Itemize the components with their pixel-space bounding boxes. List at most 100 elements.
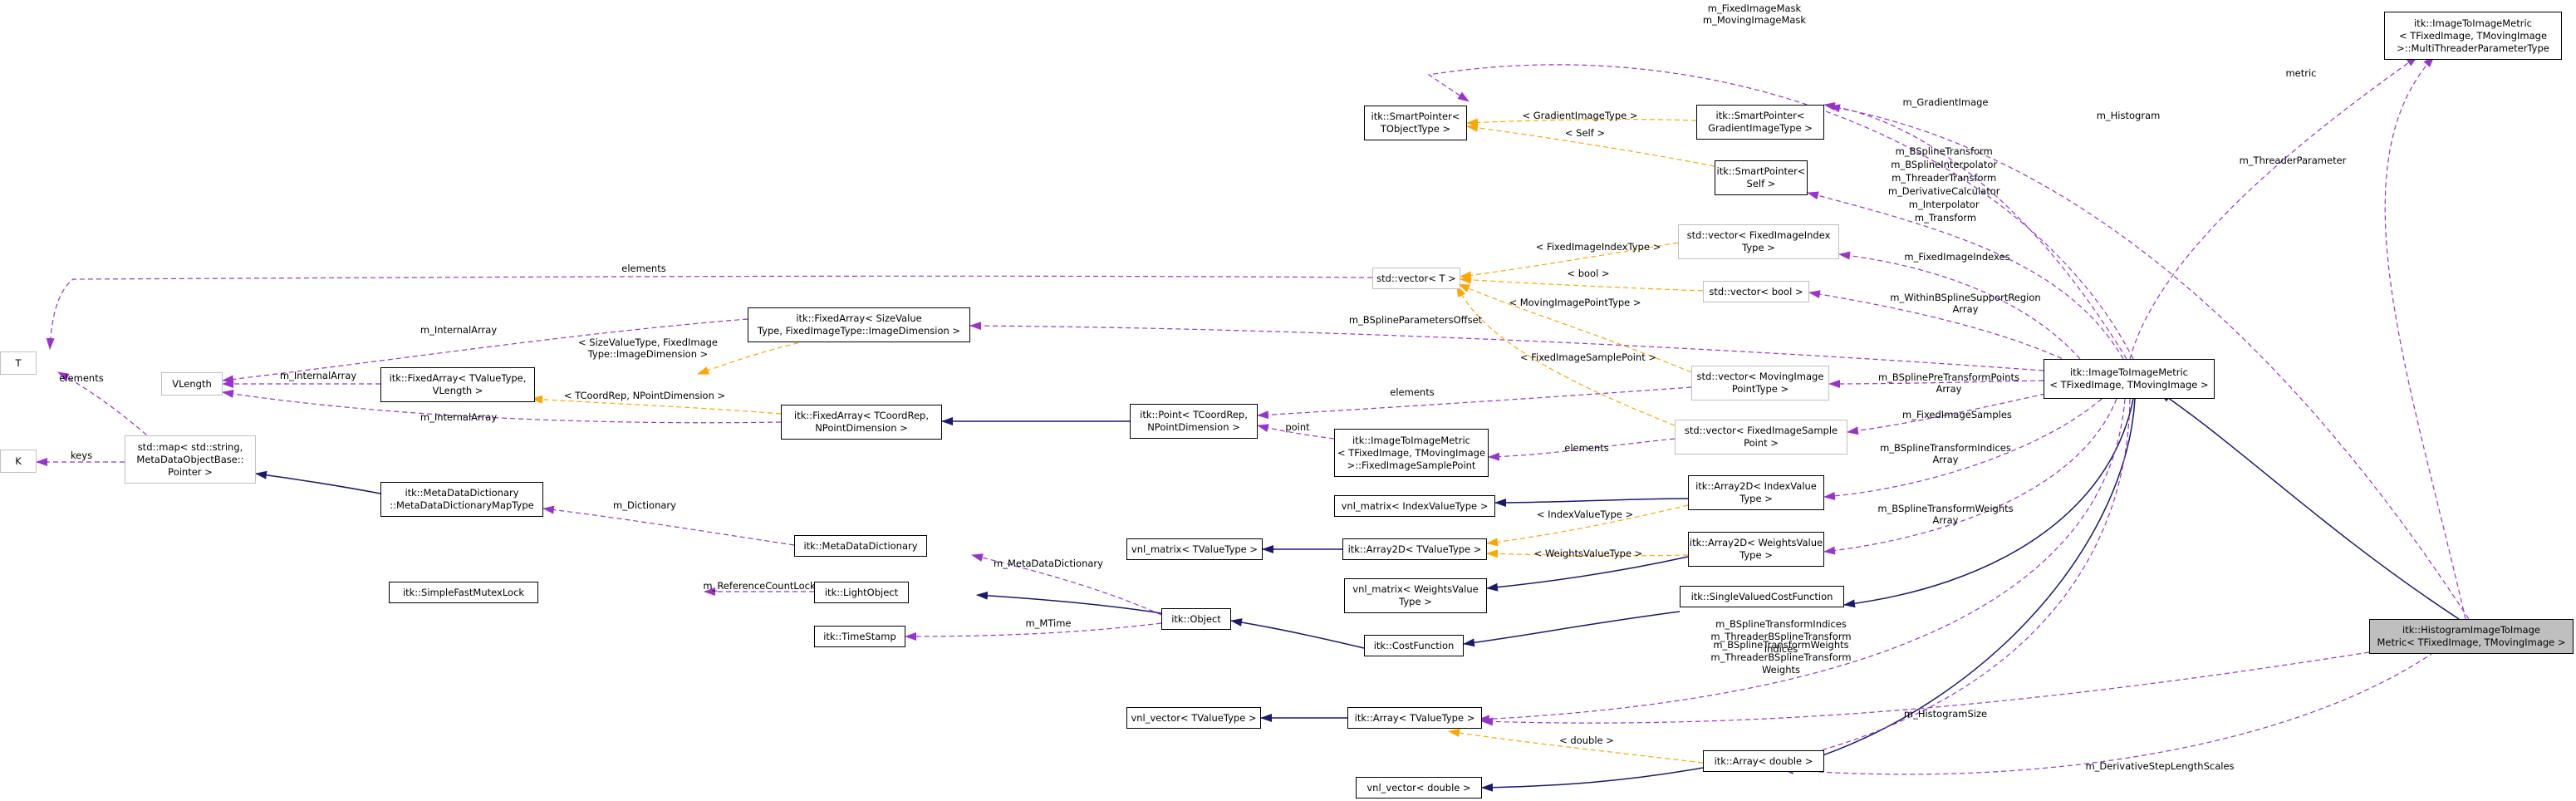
node-array2d-tvalue[interactable]: itk::Array2D< TValueType > (1342, 538, 1487, 560)
node-metadatadictionary-map[interactable]: itk::MetaDataDictionary::MetaDataDiction… (380, 482, 543, 517)
node-lightobject[interactable]: itk::LightObject (814, 582, 909, 603)
edge-tpl-fixedimagesamplepoint (1456, 285, 1676, 426)
node-vnl-matrix-index[interactable]: vnl_matrix< IndexValueType > (1334, 495, 1495, 517)
node-array-tvalue[interactable]: itk::Array< TValueType > (1347, 707, 1482, 729)
edge-fixedimagesamples (1847, 393, 2046, 435)
edge-transformindices-threader (1478, 398, 2126, 724)
node-vlength[interactable]: VLength (161, 372, 223, 396)
edge-label-threaderparameter: m_ThreaderParameter (2240, 155, 2347, 166)
edge-internalarray-3 (222, 390, 782, 424)
edge-bsplineparametersoffset (969, 322, 2044, 371)
edge-inherit-array2dindex-vnlmatrix (1494, 498, 1689, 507)
edge-metric (2384, 56, 2466, 620)
edge-label-internalarray-2: m_InternalArray (280, 370, 356, 381)
edge-label-bspline-group: m_BSplineTransform m_BSplineInterpolator… (1888, 145, 2003, 224)
node-fixedimagesamplepoint[interactable]: itk::ImageToImageMetric< TFixedImage, TM… (1334, 429, 1489, 477)
node-vnl-vector-double[interactable]: vnl_vector< double > (1356, 777, 1482, 799)
edge-movingimagepoint-point (1257, 386, 1692, 420)
edge-label-fixedimagesamples: m_FixedImageSamples (1902, 409, 2012, 420)
edge-histogram (1828, 104, 2470, 620)
node-point[interactable]: itk::Point< TCoordRep,NPointDimension > (1130, 404, 1258, 439)
edge-tpl-self (1466, 123, 1715, 167)
edge-histogramsize (1481, 651, 2370, 726)
node-vnl-matrix-tvalue[interactable]: vnl_matrix< TValueType > (1126, 538, 1263, 560)
edge-label-tcoordrep: < TCoordRep, NPointDimension > (564, 390, 725, 401)
edge-label-bool: < bool > (1567, 268, 1609, 279)
edge-label-self: < Self > (1565, 127, 1605, 139)
edge-label-histogram: m_Histogram (2097, 110, 2161, 121)
edge-label-fixedimageindextype: < FixedImageIndexType > (1536, 241, 1661, 253)
node-smartpointer-gradient[interactable]: itk::SmartPointer<GradientImageType > (1696, 105, 1824, 140)
node-stdmap[interactable]: std::map< std::string,MetaDataObjectBase… (125, 435, 256, 484)
edge-weights-array (1823, 398, 2117, 555)
edge-fixedimageindexes (1838, 251, 2081, 360)
edge-inherit-imagetoimagemetric-singlevalued (1843, 398, 2134, 608)
edge-label-weightsvaluetype: < WeightsValueType > (1534, 548, 1643, 559)
node-smartpointer-tobject[interactable]: itk::SmartPointer<TObjectType > (1364, 106, 1467, 140)
node-object[interactable]: itk::Object (1161, 608, 1231, 630)
edge-transformweights-threader (1785, 398, 2131, 761)
edge-label-double: < double > (1559, 735, 1614, 746)
edge-tpl-sizevaluetype (697, 335, 832, 375)
edge-label-gradientimage: m_GradientImage (1902, 96, 1988, 108)
edge-tpl-double (1448, 729, 1704, 764)
edge-elements-t-k (57, 371, 154, 441)
node-stdvector-bool[interactable]: std::vector< bool > (1703, 281, 1809, 302)
edge-tpl-indexvaluetype (1486, 504, 1689, 547)
node-array-double[interactable]: itk::Array< double > (1703, 750, 1824, 772)
edge-tpl-weightsvaluetype (1486, 549, 1689, 558)
node-t[interactable]: T (0, 351, 37, 375)
node-imagetoimagemetric[interactable]: itk::ImageToImageMetric< TFixedImage, TM… (2044, 359, 2215, 399)
edge-label-movingimagepointtype: < MovingImagePointType > (1509, 297, 1641, 308)
edge-label-mtime: m_MTime (1025, 617, 1071, 629)
node-metadatadictionary[interactable]: itk::MetaDataDictionary (794, 535, 927, 557)
edge-label-metadatadictionary: m_MetaDataDictionary (994, 558, 1103, 569)
edge-label-elements-samples: elements (1564, 442, 1608, 454)
node-singlevaluedcostfunction[interactable]: itk::SingleValuedCostFunction (1680, 586, 1844, 607)
edge-fixedimagemask (1427, 64, 2134, 360)
node-vnl-vector-tvalue[interactable]: vnl_vector< TValueType > (1126, 707, 1261, 729)
node-costfunction[interactable]: itk::CostFunction (1364, 635, 1464, 656)
node-timestamp[interactable]: itk::TimeStamp (814, 626, 905, 647)
edge-inherit-metadatadictionary-stdmap (255, 470, 381, 494)
node-fixedarray-tcoordrep[interactable]: itk::FixedArray< TCoordRep,NPointDimensi… (781, 405, 942, 440)
node-threaderparametertype[interactable]: itk::ImageToImageMetric< TFixedImage, TM… (2384, 12, 2562, 60)
edge-label-referencecountlock: m_ReferenceCountLock (703, 580, 816, 592)
edge-label-elements-t-k: elements (59, 372, 103, 384)
edge-tpl-movingimagepointtype (1458, 283, 1692, 373)
node-k[interactable]: K (0, 450, 37, 473)
edge-threaderparameter (2129, 56, 2418, 360)
edge-tpl-gradientimagetype (1466, 118, 1697, 127)
node-smartpointer-self[interactable]: itk::SmartPointer<Self > (1715, 160, 1808, 195)
edge-label-bsplineparametersoffset: m_BSplineParametersOffset (1349, 314, 1483, 326)
edge-mtime (905, 622, 1162, 641)
node-stdvector-t[interactable]: std::vector< T > (1372, 268, 1460, 289)
edge-label-keys: keys (71, 450, 92, 461)
edge-label-fixedimageindexes: m_FixedImageIndexes (1904, 251, 2009, 263)
edge-label-point: point (1285, 421, 1310, 433)
edge-point-fixedimagesamplepoint (1257, 424, 1335, 440)
node-simplefastmutexlock[interactable]: itk::SimpleFastMutexLock (389, 582, 538, 603)
node-fixedarray-tvalue[interactable]: itk::FixedArray< TValueType,VLength > (380, 367, 535, 402)
edge-tpl-tcoordrep (531, 395, 782, 415)
edge-label-elements-point: elements (1390, 386, 1434, 398)
edge-inherit-object-lightobject (976, 591, 1162, 614)
edge-derivativesteplengthscales (1782, 651, 2435, 775)
edge-label-derivativesteplengthscales: m_DerivativeStepLengthScales (2085, 760, 2234, 772)
